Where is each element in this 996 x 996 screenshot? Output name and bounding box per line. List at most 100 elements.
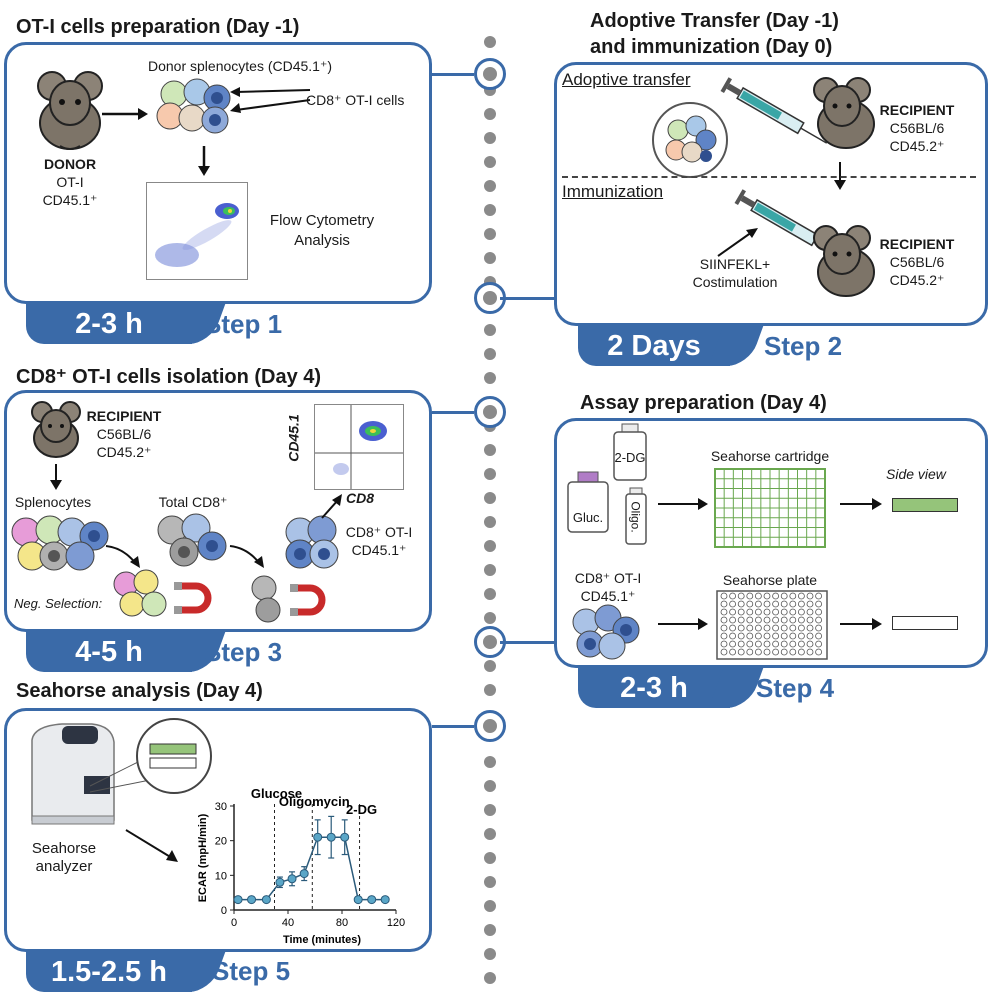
plate-well [806,616,814,624]
data-point [353,895,363,905]
plate-well [789,624,797,632]
plate-well [729,640,737,648]
timeline-dot [484,252,496,264]
plate-well [737,640,745,648]
data-point [299,869,309,879]
plate-well [789,648,797,656]
plate-well [780,592,788,600]
plate-well [720,632,728,640]
plate-well [789,608,797,616]
step5-label: Step 5 [212,956,291,986]
analyzer-label-2: analyzer [35,858,93,875]
timeline-connector [432,411,474,414]
plate-well [755,648,762,656]
donor-marker: CD45.1⁺ [42,192,98,208]
injection-label: Glucose [251,786,302,801]
plate-well [789,592,797,600]
step5-duration-tab: 1.5-2.5 h [26,952,192,992]
plate-well [798,600,805,608]
timeline-dot [484,540,496,552]
timeline-dot [484,828,496,840]
plate-well [789,600,797,608]
plate-well [815,616,822,624]
antigen-label-1: SIINFEKL+ [699,256,771,272]
side-view-cartridge [892,498,958,512]
plate-well [763,608,771,616]
plate-well [755,600,762,608]
step1-duration: 2-3 h [75,308,143,340]
plate-well [806,624,814,632]
plate-well [720,592,728,600]
timeline-marker-dot [483,405,497,419]
step2-divider [562,176,976,178]
data-point [247,895,257,905]
curved-arrow-2 [229,545,264,568]
arrow-to-side-view [840,498,882,510]
recipient-mouse-icon-1 [813,77,875,149]
step2-panel [554,62,988,326]
timeline-connector [432,725,474,728]
timeline-connector [432,73,474,76]
plate-well [720,608,728,616]
step4-label: Step 4 [756,673,835,703]
timeline-dot [484,684,496,696]
data-point [275,877,285,887]
plate-well [806,608,814,616]
plate-well [806,600,814,608]
neg-selection-cells-icon [113,569,212,617]
plate-well [815,648,822,656]
plate-well [772,632,779,640]
side-view-plate [892,616,958,630]
plate-well [798,648,805,656]
timeline-connector [500,641,556,644]
plate-well [720,640,728,648]
step3-final-label-1: CD8⁺ OT-I [345,524,413,540]
plate-well [720,624,728,632]
plate-well [763,592,771,600]
bottle-oligo-label: Oligo. [628,501,643,533]
plate-well [755,592,762,600]
arrow-antigen [717,228,758,257]
flow-label-1: Flow Cytometry [269,212,375,229]
plate-well [815,632,822,640]
timeline-dot [484,876,496,888]
data-point [233,895,243,905]
plate-well [729,648,737,656]
step3-recipient-strain: C56BL/6 [96,426,152,442]
plate-well [755,624,762,632]
plate-well [789,632,797,640]
plate-well [798,608,805,616]
plate-well [755,608,762,616]
cd8-ot1-cells-icon [285,515,339,569]
plate-well [737,624,745,632]
neg-selection-label: Neg. Selection: [14,596,103,611]
timeline-marker [474,710,506,742]
plate-well [746,592,754,600]
plate-well [780,640,788,648]
zoom-circle-icon [136,718,212,794]
chart-series [233,815,390,905]
arrow-to-flow [198,146,210,176]
plate-well [720,600,728,608]
step2-title-2: and immunization (Day 0) [590,36,833,58]
chart-y-tick-label: 0 [221,905,227,917]
plate-well [720,648,728,656]
plate-well [729,608,737,616]
plate-well [746,616,754,624]
plate-well [806,592,814,600]
plate-well [789,616,797,624]
timeline-dot [484,492,496,504]
plate-well [815,608,822,616]
plate-well [763,624,771,632]
step3-label: Step 3 [204,637,283,667]
bottle-glucose-icon [567,471,609,533]
timeline-dot [484,156,496,168]
cd8-cells-label: CD8⁺ OT-I cells [306,92,405,108]
timeline-marker-dot [483,291,497,305]
plate-well [746,632,754,640]
immunization-label: Immunization [562,182,664,201]
arrow-to-cartridge [658,498,708,510]
plate-well [746,600,754,608]
step3-duration-tab: 4-5 h [26,632,192,672]
